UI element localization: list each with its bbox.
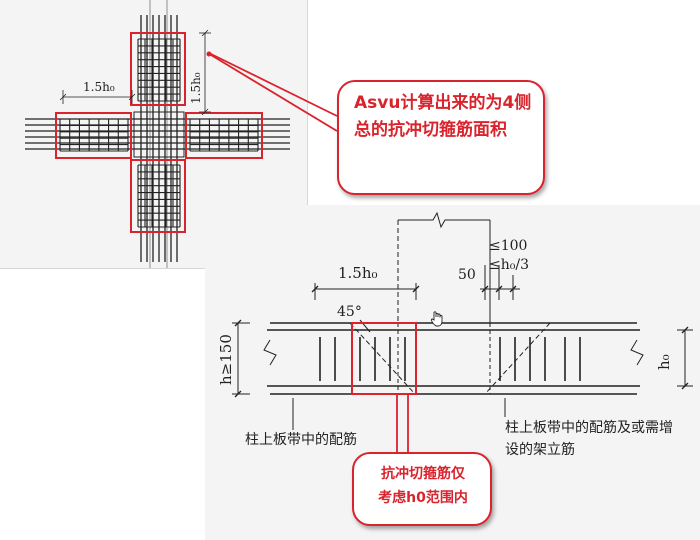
section-view-svg: 1.5h₀ 50 ≤100 ≤h₀/3 45° h≥150 h₀ 柱上板带中的配… [217,211,693,458]
plan-column [133,111,185,158]
callout-bottom-line2: 考虑h0范围内 [378,490,468,506]
callout-top: Asvu计算出来的为4侧总的抗冲切箍筋面积 [337,80,545,195]
hand-pointer-icon [430,311,443,327]
plan-highlight-top [130,32,186,106]
plan-dim-horizontal: 1.5h₀ [83,80,115,94]
plan-stirrup-grid-top [137,38,181,102]
section-highlight-box [351,322,417,395]
plan-highlight-bottom [130,159,186,233]
section-shear-line-right [484,322,551,395]
section-dim-limit-2: ≤h₀/3 [489,257,529,273]
section-break-right [630,339,644,366]
plan-view-svg: 1.5h₀ 1.5h₀ [25,0,290,268]
plan-view-drawing: 1.5h₀ 1.5h₀ [0,0,308,269]
callout-top-text: Asvu计算出来的为4侧总的抗冲切箍筋面积 [354,93,532,140]
callout-bottom-line1: 抗冲切箍筋仅 [381,466,465,482]
section-label-right-line1: 柱上板带中的配筋及或需增 [505,419,673,436]
plan-dim-vertical-line [199,29,211,116]
section-label-right-line2: 设的架立筋 [505,441,575,458]
callout-bottom: 抗冲切箍筋仅 考虑h0范围内 [352,452,492,526]
plan-dim-horizontal-line [59,90,136,104]
section-slab-thickness: h≥150 [217,334,235,385]
plan-stirrup-grid-right [189,118,259,152]
section-dim-limit-1: ≤100 [489,238,527,254]
plan-stirrup-grid-bottom [137,164,181,228]
plan-highlight-left [55,112,132,159]
section-break-line [398,211,490,229]
section-effective-depth: h₀ [655,354,673,370]
section-break-left [263,339,277,366]
section-stirrups [319,337,581,381]
plan-stirrup-grid-left [59,118,129,152]
section-label-left: 柱上板带中的配筋 [245,431,357,448]
plan-dim-vertical: 1.5h₀ [189,72,203,104]
section-shear-line-left [349,322,416,395]
section-dim-50: 50 [458,267,476,283]
section-angle: 45° [337,304,362,320]
section-dim-span: 1.5h₀ [338,264,378,282]
